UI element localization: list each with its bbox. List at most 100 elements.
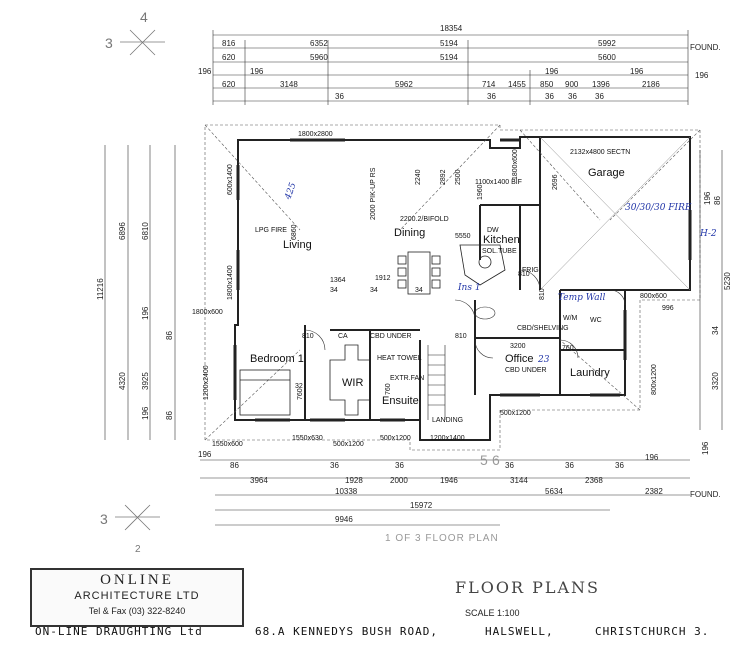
marker-bottom-side: 3 bbox=[100, 511, 108, 527]
label-dim-1960: 1960 bbox=[477, 184, 484, 200]
label-pik-up: 2000 PIK-UP RS bbox=[370, 167, 377, 220]
dim-top-r4-b: 3148 bbox=[280, 80, 298, 89]
label-dw: DW bbox=[487, 227, 499, 234]
bed bbox=[239, 369, 291, 416]
label-dim-2240: 2240 bbox=[415, 169, 422, 185]
dim-top-r4-c: 5962 bbox=[395, 80, 413, 89]
dim-top-r3-e: 196 bbox=[695, 71, 709, 80]
label-32: 32 bbox=[295, 383, 303, 390]
company-title-block: ONLINE ARCHITECTURE LTD Tel & Fax (03) 3… bbox=[30, 568, 244, 627]
room-living: Living bbox=[283, 239, 312, 251]
dim-top-r4-sub-b: 36 bbox=[487, 92, 496, 101]
handwritten-425: 425 bbox=[283, 181, 299, 202]
drawing-title: FLOOR PLANS bbox=[455, 578, 600, 597]
dim-top-r1-b: 6352 bbox=[310, 39, 328, 48]
dim-top-r2-d: 5600 bbox=[598, 53, 616, 62]
label-heat-towel: HEAT TOWEL bbox=[377, 355, 422, 362]
room-garage: Garage bbox=[588, 167, 625, 179]
dim-left-e: 86 bbox=[165, 331, 174, 340]
wir-shelves bbox=[329, 344, 371, 416]
label-dim-800x1200: 800x1200 bbox=[651, 364, 658, 395]
footer-suburb: HALSWELL, bbox=[485, 625, 554, 638]
dim-bot-r3-b: 15972 bbox=[410, 501, 433, 510]
dim-right-e: 3320 bbox=[711, 372, 720, 390]
dim-top-r1-c: 5194 bbox=[440, 39, 458, 48]
label-landing: LANDING bbox=[432, 417, 463, 424]
cross-marks bbox=[539, 136, 691, 291]
footer-city: CHRISTCHURCH 3. bbox=[595, 625, 710, 638]
dim-left-i: 86 bbox=[165, 411, 174, 420]
dim-top-found: FOUND. bbox=[690, 43, 721, 52]
label-dim-1800: 1800x600 bbox=[512, 149, 519, 180]
dim-bot-r2-c: 2000 bbox=[390, 476, 408, 485]
label-wm: W/M bbox=[563, 315, 578, 322]
label-dim-996: 996 bbox=[662, 305, 674, 312]
dim-bot-r1-a: 196 bbox=[198, 450, 212, 459]
dim-overall: 18354 bbox=[440, 24, 463, 33]
label-dim-2500: 2500 bbox=[455, 169, 462, 185]
dim-bot-r4-a: 9946 bbox=[335, 515, 353, 524]
label-exhaust: EXTR.FAN bbox=[390, 375, 424, 382]
dim-top-r3-d: 196 bbox=[630, 67, 644, 76]
label-dim-2892: 2892 bbox=[440, 169, 447, 185]
dim-bot-r3-c: 5634 bbox=[545, 487, 563, 496]
title-block-line2: ARCHITECTURE LTD bbox=[74, 590, 200, 602]
room-bedroom-1: Bedroom 1 bbox=[250, 353, 304, 365]
label-dim-2696: 2696 bbox=[552, 174, 559, 190]
dim-left-c: 11216 bbox=[96, 278, 105, 300]
label-cbd-under2: CBD UNDER bbox=[505, 367, 547, 374]
dim-top-r4-d: 714 bbox=[482, 80, 496, 89]
footer-address: 68.A KENNEDYS BUSH ROAD, bbox=[255, 625, 438, 638]
dim-top-r4-sub-d: 36 bbox=[568, 92, 577, 101]
dim-bot-r2-b: 1928 bbox=[345, 476, 363, 485]
dim-left-a: 6896 bbox=[118, 222, 127, 240]
dim-top-r2-b: 5960 bbox=[310, 53, 328, 62]
label-garage-door: 2132x4800 SECTN bbox=[570, 149, 630, 156]
drawing-scale: SCALE 1:100 bbox=[465, 608, 520, 618]
label-dim-810c: 810 bbox=[518, 271, 530, 278]
dim-top-r4-h: 1396 bbox=[592, 80, 610, 89]
section-marker-bottom bbox=[115, 504, 160, 531]
marker-mid-b: 6 bbox=[492, 452, 500, 468]
label-cbd-shelving: CBD/SHELVING bbox=[517, 325, 569, 332]
label-dim-760b: 760 bbox=[562, 345, 574, 352]
dim-bot-r2-f: 2368 bbox=[585, 476, 603, 485]
dim-left-b: 6810 bbox=[141, 222, 150, 240]
title-block-line1: ONLINE bbox=[100, 572, 174, 588]
label-dim-760c: 760 bbox=[297, 388, 304, 400]
dim-bot-r1-g: 196 bbox=[645, 453, 659, 462]
dim-right-f: 196 bbox=[701, 441, 710, 455]
dim-bot-r2-e: 3144 bbox=[510, 476, 528, 485]
dim-top-r4-e: 1455 bbox=[508, 80, 526, 89]
handwritten-h2: H-2 bbox=[699, 229, 717, 239]
label-dim-34b: 34 bbox=[370, 287, 378, 294]
label-bifold: 2200.2/BIFOLD bbox=[400, 216, 449, 223]
handwritten-temp-wall: Temp Wall bbox=[558, 293, 605, 303]
dim-top-r4-i: 2186 bbox=[642, 80, 660, 89]
dim-right-d: 34 bbox=[711, 326, 720, 335]
dim-bot-r1-e: 36 bbox=[505, 461, 514, 470]
roof-outline bbox=[204, 124, 701, 451]
handwritten-23: 23 bbox=[537, 355, 550, 365]
kitchen-island bbox=[459, 244, 506, 286]
label-dim-800x600: 800x600 bbox=[640, 293, 667, 300]
dim-top-r2-a: 620 bbox=[222, 53, 236, 62]
dim-top-r1-d: 5992 bbox=[598, 39, 616, 48]
label-wc: WC bbox=[590, 317, 602, 324]
label-lpg-fire: LPG FIRE bbox=[255, 227, 287, 234]
marker-mid-a: 5 bbox=[480, 452, 488, 468]
title-block-line3: Tel & Fax (03) 322-8240 bbox=[88, 606, 186, 616]
label-sol-tube: SOL.TUBE bbox=[482, 248, 517, 255]
dim-bot-r2-a: 3964 bbox=[250, 476, 268, 485]
door-swings bbox=[304, 269, 626, 359]
room-laundry: Laundry bbox=[570, 367, 610, 379]
dim-bot-r1-f: 36 bbox=[565, 461, 574, 470]
right-dimension-lines bbox=[699, 150, 723, 430]
dim-top-r4-sub-c: 36 bbox=[545, 92, 554, 101]
handwritten-ins: Ins 1 bbox=[457, 283, 481, 293]
label-ca: CA bbox=[338, 333, 348, 340]
handwritten-fire: 30/30/30 FIRE bbox=[625, 203, 692, 213]
marker-top-side: 3 bbox=[105, 35, 113, 51]
dim-bot-r1-b: 86 bbox=[230, 461, 239, 470]
